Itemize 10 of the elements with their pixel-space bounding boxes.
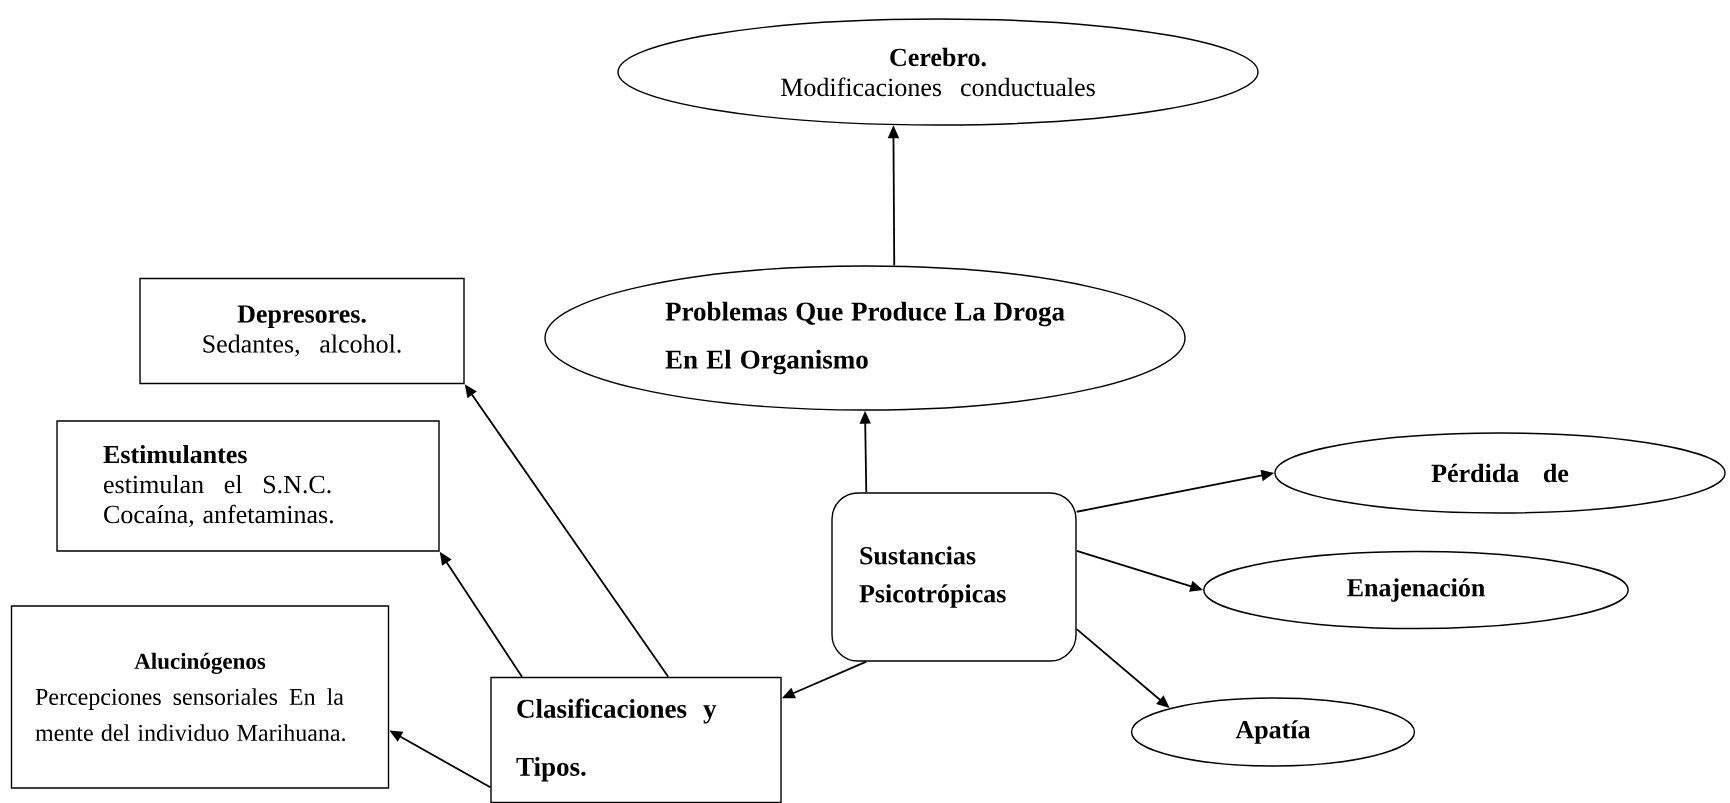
text-box: Depresores. Sedantes, alcohol. xyxy=(139,277,465,385)
oval-node: Enajenación xyxy=(1203,550,1629,630)
oval-node: Apatía xyxy=(1130,697,1416,767)
text-box: Estimulantes estimulan el S.N.C. Cocaína, anfetaminas. xyxy=(56,420,440,552)
oval-node: Problemas Que Produce La Droga En El Organismo xyxy=(544,265,1186,411)
oval-node: Cerebro. Modificaciones conductuales xyxy=(617,18,1259,126)
rounded-box: Sustancias Psicotrópicas xyxy=(831,492,1077,662)
oval-node: Pérdida de xyxy=(1274,432,1726,514)
text-box: Clasificaciones y Tipos. xyxy=(490,676,782,803)
text-box: Alucinógenos Percepciones sensoriales En la mente del individuo Marihuana. xyxy=(10,605,390,789)
